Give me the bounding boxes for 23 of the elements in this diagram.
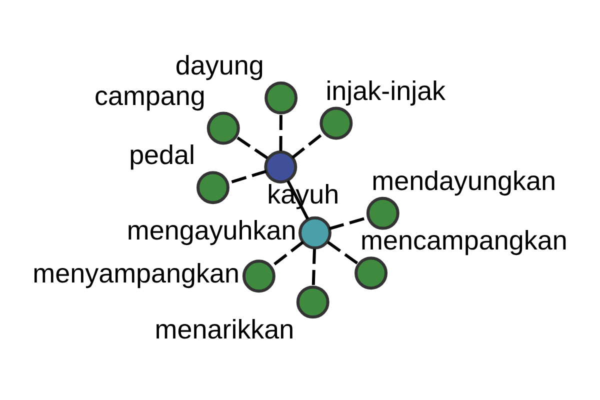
connector [312,248,316,288]
node-label: campang [94,80,206,111]
node-label: dayung [175,50,264,81]
node-label: mencampangkan [360,226,568,256]
connector [327,241,359,266]
node-label: mengayuhkan [126,215,296,246]
node-label: injak-injak [326,76,446,106]
node-label: menyampangkan [32,258,240,289]
node-circle [296,286,330,319]
node-label: pedal [129,140,196,170]
node-circle [242,260,276,293]
node-circle [206,112,240,145]
connector [279,114,282,151]
node-circle [320,106,353,140]
node-circle [298,216,332,250]
node-circle [264,150,298,184]
node-circle [354,256,388,290]
node-label: mendayungkan [372,166,556,196]
node-label: menarikkan [154,314,294,345]
node-circle [264,81,298,114]
node-circle [366,196,400,230]
connector [234,135,268,160]
node-circle [196,171,230,204]
